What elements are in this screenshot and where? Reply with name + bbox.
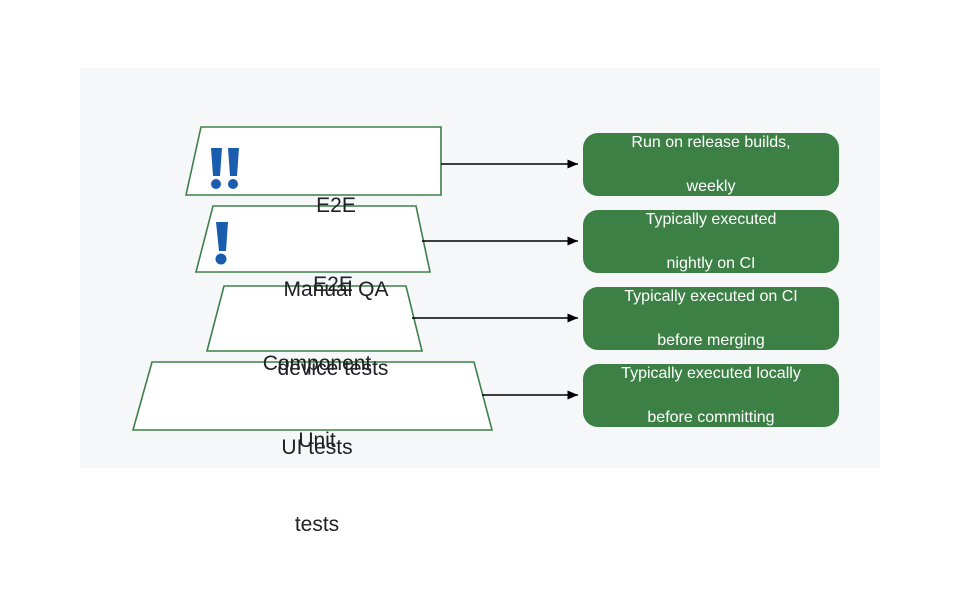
test-pyramid-diagram [131, 126, 839, 431]
callout-box-device-tests[interactable] [583, 210, 839, 273]
callout-label-manual-qa: Run on release builds, weekly [589, 133, 833, 196]
callout-line1: Typically executed [645, 210, 777, 228]
callout-box-manual-qa[interactable] [583, 133, 839, 196]
callout-line2: before committing [647, 408, 775, 426]
callout-label-device-tests: Typically executed nightly on CI [589, 210, 833, 273]
callout-line1: Typically executed locally [621, 364, 801, 382]
callout-line1: Run on release builds, [631, 133, 791, 151]
callout-box-component-ui-tests[interactable] [583, 287, 839, 350]
double-exclamation-icon [211, 148, 239, 189]
callout-line2: weekly [686, 177, 736, 195]
pyramid-tier-e2e-device-tests[interactable] [194, 205, 431, 273]
callout-line2: nightly on CI [666, 254, 756, 272]
callout-line2: before merging [657, 331, 765, 349]
callout-label-component-ui-tests: Typically executed on CI before merging [589, 287, 833, 350]
callout-box-unit-tests[interactable] [583, 364, 839, 427]
diagram-canvas: E2E Manual QA E2E device tests Component… [131, 126, 839, 536]
callout-label-unit-tests: Typically executed locally before commit… [589, 364, 833, 427]
callout-line1: Typically executed on CI [624, 287, 798, 305]
pyramid-tier-unit-tests[interactable] [131, 361, 494, 431]
exclamation-icon [215, 222, 228, 265]
pyramid-tier-component-ui-tests[interactable] [205, 285, 424, 352]
pyramid-tier-e2e-manual-qa[interactable] [185, 126, 442, 196]
